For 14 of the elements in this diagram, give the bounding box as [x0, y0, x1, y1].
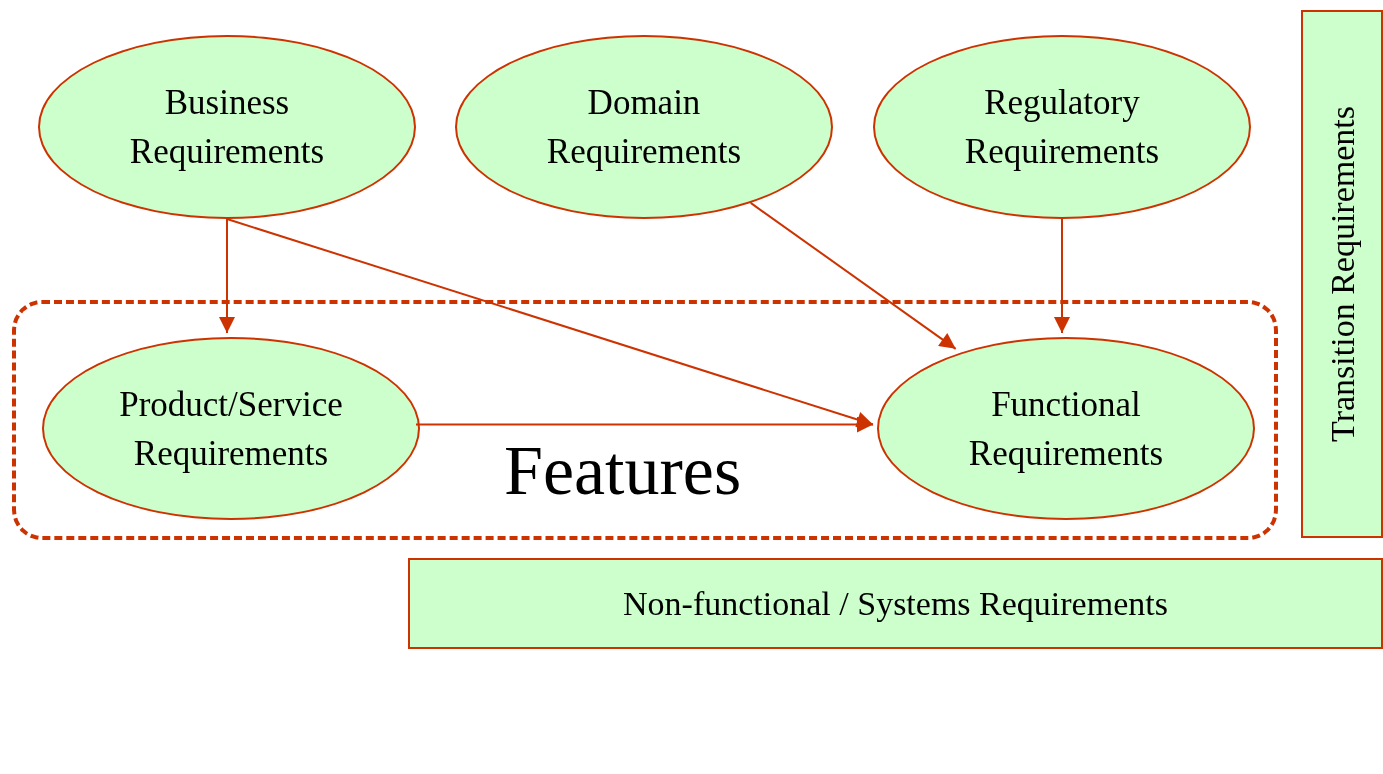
requirement-ellipse: Regulatory Requirements [873, 35, 1251, 219]
arrow [749, 201, 957, 350]
group-title: Features [504, 436, 742, 506]
requirement-box: Non-functional / Systems Requirements [408, 558, 1383, 649]
requirement-box: Transition Requirements [1301, 10, 1383, 538]
requirement-ellipse: Business Requirements [38, 35, 416, 219]
arrow [226, 218, 874, 428]
arrow [219, 218, 235, 334]
requirement-ellipse: Functional Requirements [877, 337, 1255, 520]
requirement-ellipse: Product/Service Requirements [42, 337, 420, 520]
requirement-ellipse: Domain Requirements [455, 35, 833, 219]
arrow [1054, 218, 1070, 334]
arrow [415, 416, 874, 433]
dashed-group [12, 300, 1278, 540]
